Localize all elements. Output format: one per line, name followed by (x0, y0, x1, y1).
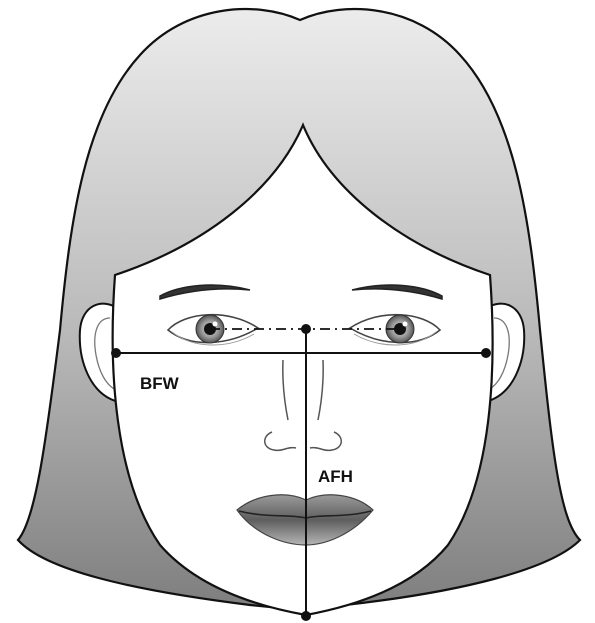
afh-label: AFH (318, 467, 353, 486)
menton-point (301, 611, 311, 621)
bfw-right-point (481, 348, 491, 358)
bfw-left-point (111, 348, 121, 358)
bfw-label: BFW (140, 374, 180, 393)
nasion-point (301, 324, 311, 334)
